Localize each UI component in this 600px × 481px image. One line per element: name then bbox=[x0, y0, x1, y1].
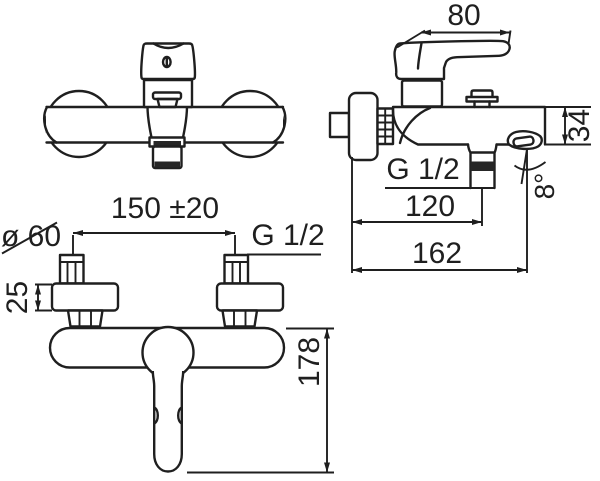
spout-side bbox=[506, 130, 543, 151]
dimension-80: 80 bbox=[396, 0, 512, 49]
front-view bbox=[43, 42, 287, 170]
angle-8-annotation: 8° bbox=[513, 148, 560, 200]
dimension-25: 25 bbox=[1, 281, 52, 314]
handle-stem-bumps bbox=[153, 406, 183, 425]
shower-outlet bbox=[466, 143, 498, 190]
diverter-knob bbox=[465, 89, 499, 109]
side-view bbox=[328, 39, 547, 190]
handle-stem-bottom bbox=[151, 370, 185, 473]
dimension-178: 178 bbox=[187, 327, 334, 474]
thread-label-side: G 1/2 bbox=[386, 153, 459, 186]
spout-opening bbox=[512, 135, 535, 148]
bottom-view bbox=[48, 253, 286, 473]
body-end-crease bbox=[398, 106, 432, 145]
body-left-cap bbox=[43, 105, 58, 144]
dimension-34: 34 bbox=[546, 106, 596, 146]
dim-150-label: 150 ±20 bbox=[111, 192, 219, 225]
angle-8-label: 8° bbox=[529, 173, 560, 200]
dim-120-label: 120 bbox=[405, 190, 455, 223]
dim-162-label: 162 bbox=[412, 237, 462, 270]
dimension-120: 120 bbox=[351, 157, 483, 273]
left-union-nut bbox=[58, 253, 85, 285]
diameter-60-callout: ø 60 bbox=[1, 220, 61, 255]
lever-handle-front bbox=[140, 42, 197, 81]
diameter-60-label: ø 60 bbox=[1, 220, 61, 253]
handle-knob-bottom bbox=[141, 325, 195, 380]
right-union-nut bbox=[223, 253, 250, 285]
handle-crease bbox=[416, 42, 423, 70]
dimension-162: 162 bbox=[352, 149, 528, 273]
cartridge-cap-side bbox=[400, 79, 444, 108]
wall-flange bbox=[347, 91, 379, 162]
spout-tip-dark bbox=[154, 161, 180, 168]
dim-80-label: 80 bbox=[447, 0, 480, 32]
dim-34-label: 34 bbox=[563, 109, 596, 142]
dim-178-label: 178 bbox=[293, 337, 326, 387]
outlet-thread-dark bbox=[470, 161, 495, 171]
cartridge-collar bbox=[142, 78, 194, 109]
thread-label-bottom: G 1/2 bbox=[251, 219, 324, 252]
handle-notch bbox=[152, 42, 185, 50]
spout-front bbox=[146, 104, 189, 170]
right-escutcheon-edge bbox=[215, 282, 285, 312]
spout-ring-dark bbox=[153, 141, 181, 147]
left-escutcheon-edge bbox=[50, 282, 120, 312]
thread-callout-side: G 1/2 bbox=[385, 153, 495, 189]
dimension-annotations: 80 34 G 1/2 120 162 8° bbox=[1, 0, 596, 474]
body-right-cap bbox=[271, 105, 287, 144]
lever-handle-side bbox=[393, 39, 511, 108]
threaded-union bbox=[376, 107, 395, 146]
dim-25-label: 25 bbox=[1, 281, 34, 314]
right-locknut bbox=[221, 309, 259, 328]
left-locknut bbox=[66, 309, 104, 328]
thread-callout-bottom: G 1/2 bbox=[247, 219, 325, 256]
wall-pipe bbox=[328, 111, 351, 139]
mixer-body-side bbox=[391, 105, 547, 146]
dimension-150: 150 ±20 bbox=[72, 192, 236, 254]
